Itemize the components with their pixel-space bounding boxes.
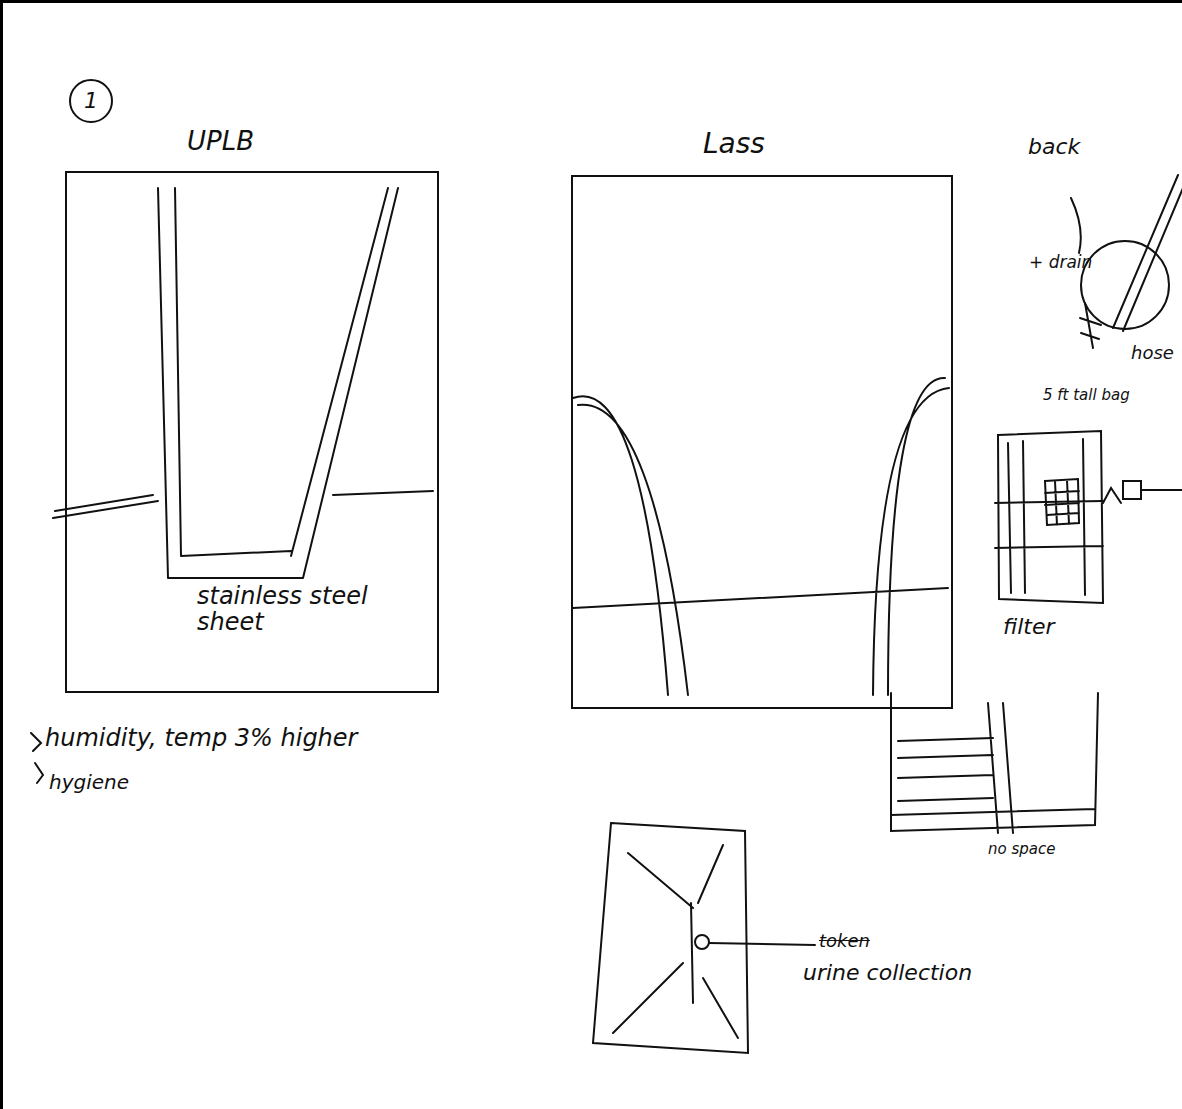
sketch-note: humidity, temp 3% higher xyxy=(45,725,445,751)
sketch-note: hose xyxy=(1131,343,1182,363)
sketch-note: token xyxy=(819,931,899,951)
filter-box xyxy=(995,431,1103,603)
drain-hole xyxy=(695,935,709,949)
bag-grid xyxy=(1045,479,1079,525)
sketch-note: + drain xyxy=(1029,253,1109,272)
arch-lines xyxy=(573,378,949,695)
floor-lines xyxy=(53,491,433,518)
sketch-note: back xyxy=(1028,135,1118,159)
node-heading: UPLB xyxy=(187,127,327,156)
leader-line xyxy=(709,943,815,945)
bullet-marks xyxy=(31,733,43,783)
callout-circle: 1 xyxy=(69,79,113,123)
sketch-note: no space xyxy=(988,841,1098,858)
enclosure-box: Lass xyxy=(571,175,953,709)
shelf-sketch xyxy=(891,693,1098,833)
node-heading: Lass xyxy=(703,129,843,160)
node-heading: 1 xyxy=(71,89,111,113)
sketch-note: hygiene xyxy=(49,771,249,793)
collection-tray xyxy=(593,823,748,1053)
filter-symbol xyxy=(1103,481,1182,503)
sketch-note: urine collection xyxy=(803,961,1003,985)
trough-lines xyxy=(158,188,398,578)
sketch-note: 5 ft tall bag xyxy=(1043,387,1153,404)
sketch-drawing xyxy=(3,3,1182,1109)
sketch-note: filter xyxy=(1003,615,1093,639)
enclosure-box: UPLBstainless steel sheet xyxy=(65,171,439,693)
node-note: stainless steel sheet xyxy=(197,583,397,636)
